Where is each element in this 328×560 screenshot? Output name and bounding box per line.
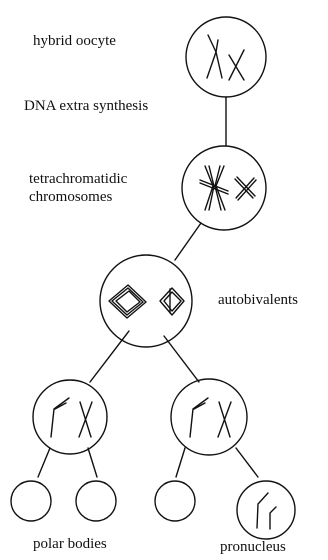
autobivalent-cell [100,255,192,347]
polar-body-1 [11,481,51,521]
secondary-cell-left [33,380,107,454]
connector-right-to-pb3 [176,448,185,477]
connector-tetra-to-auto [175,223,201,260]
label-polar-bodies: polar bodies [33,537,107,552]
polar-body-2 [76,481,116,521]
connector-auto-to-right [164,336,199,382]
polar-body-3 [155,481,195,521]
label-pronucleus: pronucleus [220,540,286,555]
connector-right-to-pronucleus [236,448,258,477]
connector-left-to-pb1 [38,448,50,477]
secondary-cell-right [171,379,247,455]
tetrachromatid-cell [182,146,266,230]
connector-left-to-pb2 [88,448,97,477]
label-autobivalents: autobivalents [218,293,298,308]
label-dna-extra-synthesis: DNA extra synthesis [24,99,148,114]
pronucleus-cell [237,481,295,539]
label-tetrachromatidic-chromosomes: tetrachromatidic chromosomes [29,170,127,206]
label-hybrid-oocyte: hybrid oocyte [33,34,116,49]
connector-auto-to-left [90,331,129,382]
hybrid-oocyte-cell [186,17,266,97]
